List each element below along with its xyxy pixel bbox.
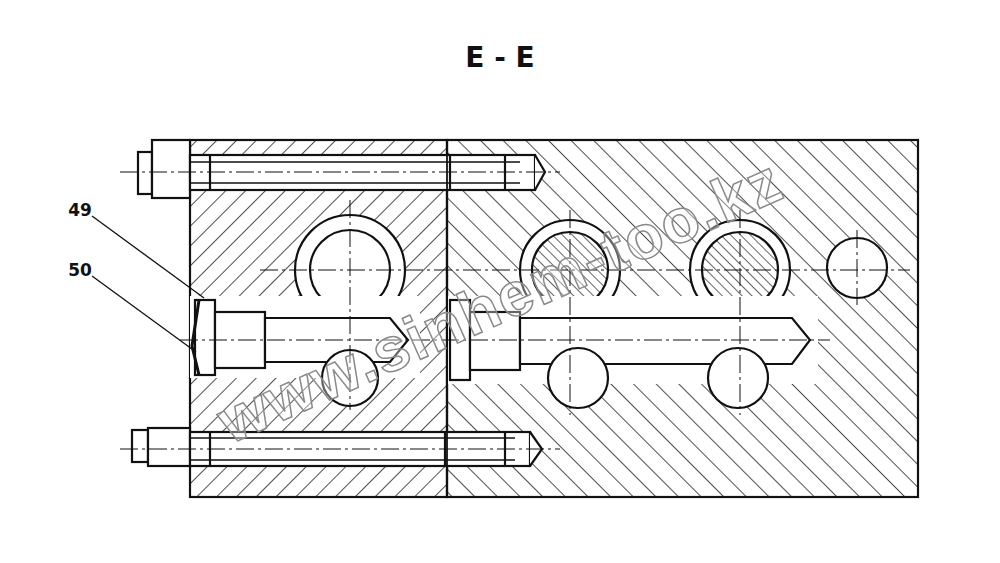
callout-number: 49 [68, 200, 92, 220]
section-title: E - E [465, 41, 534, 74]
leader-line [92, 216, 204, 298]
bottom-bolt [132, 428, 542, 466]
callout-number: 50 [68, 260, 92, 280]
leader-line [92, 276, 196, 352]
top-bolt [138, 140, 545, 198]
